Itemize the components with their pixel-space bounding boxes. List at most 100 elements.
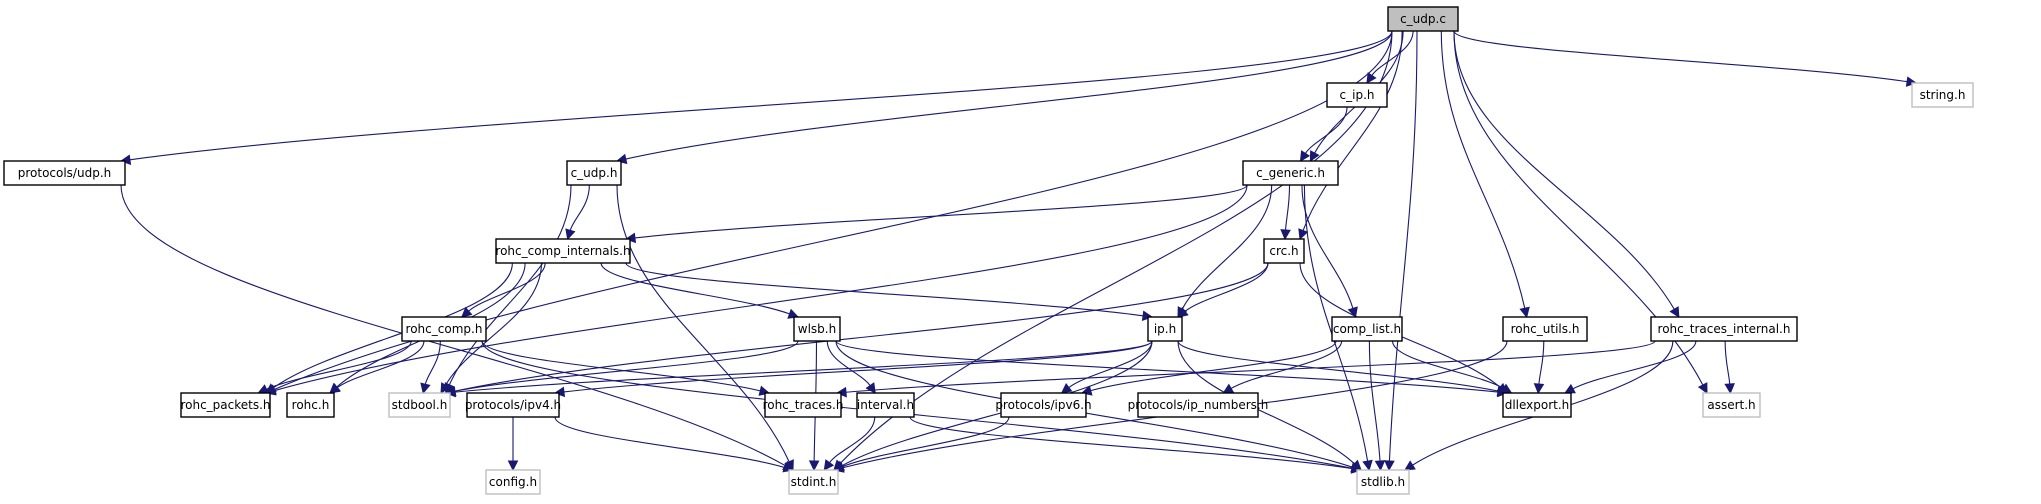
arrowhead-icon xyxy=(624,232,637,244)
node-protocols-udp-h[interactable]: protocols/udp.h xyxy=(3,160,126,186)
edge-c_udp_h-to-rohc_comp_internals_h xyxy=(565,184,590,241)
node-comp-list-h[interactable]: comp_list.h xyxy=(1331,316,1403,342)
edge-line xyxy=(454,340,1153,393)
arrowhead-icon xyxy=(1299,150,1311,162)
node-label: interval.h xyxy=(857,398,914,412)
arrowhead-icon xyxy=(787,308,800,319)
node-rohc-comp-h[interactable]: rohc_comp.h xyxy=(401,316,487,342)
edge-line xyxy=(1090,340,1337,392)
node-label: rohc_traces.h xyxy=(763,398,844,412)
node-rohc-utils-h[interactable]: rohc_utils.h xyxy=(1502,316,1588,342)
node-protocols-ip-numbers-h[interactable]: protocols/ip_numbers.h xyxy=(1128,392,1269,418)
node-box xyxy=(1137,392,1259,418)
node-stdbool-h: stdbool.h xyxy=(388,392,451,418)
node-label: protocols/ipv6.h xyxy=(995,398,1091,412)
arrowhead-icon xyxy=(1298,228,1309,241)
node-rohc-traces-h[interactable]: rohc_traces.h xyxy=(763,392,844,418)
node-box xyxy=(788,469,839,495)
node-crc-h[interactable]: crc.h xyxy=(1263,238,1305,264)
edge-c_udp_c-to-string_h xyxy=(1453,30,1918,87)
edge-line xyxy=(845,340,1656,393)
edge-line xyxy=(625,30,1393,160)
arrowhead-icon xyxy=(553,386,566,398)
edge-line xyxy=(1388,30,1418,462)
node-label: assert.h xyxy=(1707,398,1755,412)
node-box xyxy=(286,392,335,418)
node-label: rohc_traces_internal.h xyxy=(1658,322,1791,336)
edge-protocols_ipv4_h-to-stdint_h xyxy=(554,416,795,473)
edge-ip_h-to-protocols_ipv4_h xyxy=(553,340,1153,398)
edge-line xyxy=(1303,184,1369,462)
node-box xyxy=(1263,238,1305,264)
edge-line xyxy=(842,416,1010,468)
node-box xyxy=(1911,82,1974,108)
node-box xyxy=(1387,6,1459,32)
edge-line xyxy=(616,184,790,463)
node-protocols-ipv4-h[interactable]: protocols/ipv4.h xyxy=(465,392,561,418)
node-c-generic-h[interactable]: c_generic.h xyxy=(1242,160,1339,186)
node-c-udp-h[interactable]: c_udp.h xyxy=(566,160,622,186)
edge-line xyxy=(454,340,799,392)
arrowhead-icon xyxy=(832,461,845,472)
edge-rohc_comp_internals_h-to-rohc_comp_h xyxy=(461,262,546,318)
node-rohc-traces-internal-h[interactable]: rohc_traces_internal.h xyxy=(1650,316,1798,342)
node-box xyxy=(1502,392,1572,418)
arrowhead-icon xyxy=(1724,383,1735,395)
node-config-h: config.h xyxy=(485,469,541,495)
edge-interval_h-to-stdlib_h xyxy=(909,416,1363,474)
edge-line xyxy=(569,184,590,231)
arrowhead-icon xyxy=(808,460,820,472)
arrowhead-icon xyxy=(1669,306,1680,318)
arrowhead-icon xyxy=(1384,460,1395,472)
node-label: protocols/ipv4.h xyxy=(465,398,561,412)
node-c-udp-c[interactable]: c_udp.c xyxy=(1387,6,1459,32)
edge-line xyxy=(909,416,1353,470)
node-rohc-h[interactable]: rohc.h xyxy=(286,392,335,418)
arrowhead-icon xyxy=(865,382,876,394)
edge-rohc_comp_h-to-rohc_h xyxy=(329,340,425,394)
node-rohc-packets-h[interactable]: rohc_packets.h xyxy=(180,392,271,418)
edge-interval_h-to-stdint_h xyxy=(823,416,876,471)
node-wlsb-h[interactable]: wlsb.h xyxy=(793,316,841,342)
edge-line xyxy=(454,262,1269,392)
edge-line xyxy=(336,340,425,389)
arrowhead-icon xyxy=(1362,459,1373,472)
edge-line xyxy=(445,262,543,386)
edge-line xyxy=(1301,184,1354,309)
edge-rohc_comp_h-to-stdbool_h xyxy=(420,340,441,395)
edge-ip_h-to-protocols_ipv6_h xyxy=(1060,340,1153,394)
edge-line xyxy=(1304,106,1348,154)
edge-c_udp_c-to-stdint_h xyxy=(833,30,1393,471)
arrowhead-icon xyxy=(1366,72,1377,84)
arrowhead-icon xyxy=(1564,383,1576,394)
node-stdint-h: stdint.h xyxy=(788,469,839,495)
node-label: rohc_comp_internals.h xyxy=(495,244,630,258)
node-box xyxy=(1702,392,1761,418)
node-string-h: string.h xyxy=(1911,82,1974,108)
node-box xyxy=(3,160,126,186)
arrowhead-icon xyxy=(461,306,473,318)
node-box xyxy=(466,392,560,418)
edge-comp_list_h-to-stdlib_h xyxy=(1368,340,1386,472)
edge-line xyxy=(835,340,1499,393)
edge-c_udp_c-to-crc_h xyxy=(1298,30,1403,241)
edge-protocols_ipv6_h-to-stdint_h xyxy=(832,416,1010,472)
node-c-ip-h[interactable]: c_ip.h xyxy=(1326,82,1388,108)
edge-line xyxy=(1177,340,1499,392)
edge-c_udp_c-to-c_udp_h xyxy=(615,30,1393,165)
node-interval-h[interactable]: interval.h xyxy=(856,392,915,418)
node-ip-h[interactable]: ip.h xyxy=(1147,316,1183,342)
edge-rohc_utils_h-to-dllexport_h xyxy=(1533,340,1545,395)
edge-line xyxy=(1181,184,1273,310)
arrowhead-icon xyxy=(1350,463,1363,474)
arrowhead-icon xyxy=(507,460,519,472)
edge-ip_h-to-stdbool_h xyxy=(444,340,1153,398)
node-label: stdint.h xyxy=(791,475,837,489)
edge-c_ip_h-to-c_generic_h xyxy=(1299,106,1348,162)
edge-line xyxy=(1284,184,1291,231)
arrowhead-icon xyxy=(565,228,576,241)
node-dllexport-h[interactable]: dllexport.h xyxy=(1502,392,1572,418)
node-rohc-comp-internals-h[interactable]: rohc_comp_internals.h xyxy=(495,238,631,264)
node-box xyxy=(1147,316,1183,342)
node-protocols-ipv6-h[interactable]: protocols/ipv6.h xyxy=(995,392,1092,418)
